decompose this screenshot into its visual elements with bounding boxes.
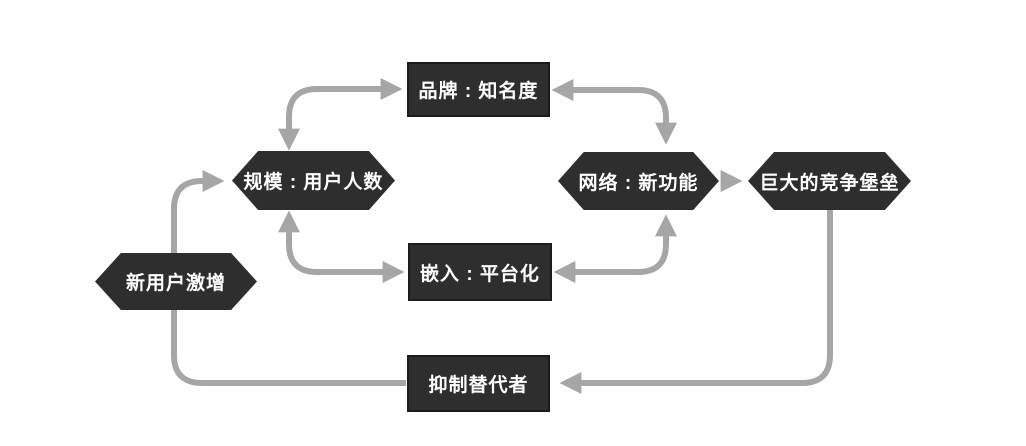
node-brand: 品牌 : 知名度 (407, 62, 550, 117)
node-network: 网络 : 新功能 (558, 152, 719, 210)
edge-scale-embed (278, 210, 405, 283)
node-fortress: 巨大的竞争堡垒 (748, 152, 911, 210)
node-embed: 嵌入 : 平台化 (408, 243, 552, 301)
node-suppress: 抑制替代者 (407, 355, 550, 412)
edge-brand-network (551, 79, 677, 145)
node-scale: 规模 : 用户人数 (232, 151, 395, 210)
edge-fortress-suppress (559, 209, 833, 394)
node-new-users: 新用户激增 (95, 253, 257, 310)
edge-embed-network (553, 214, 677, 283)
edge-scale-brand (278, 78, 403, 151)
